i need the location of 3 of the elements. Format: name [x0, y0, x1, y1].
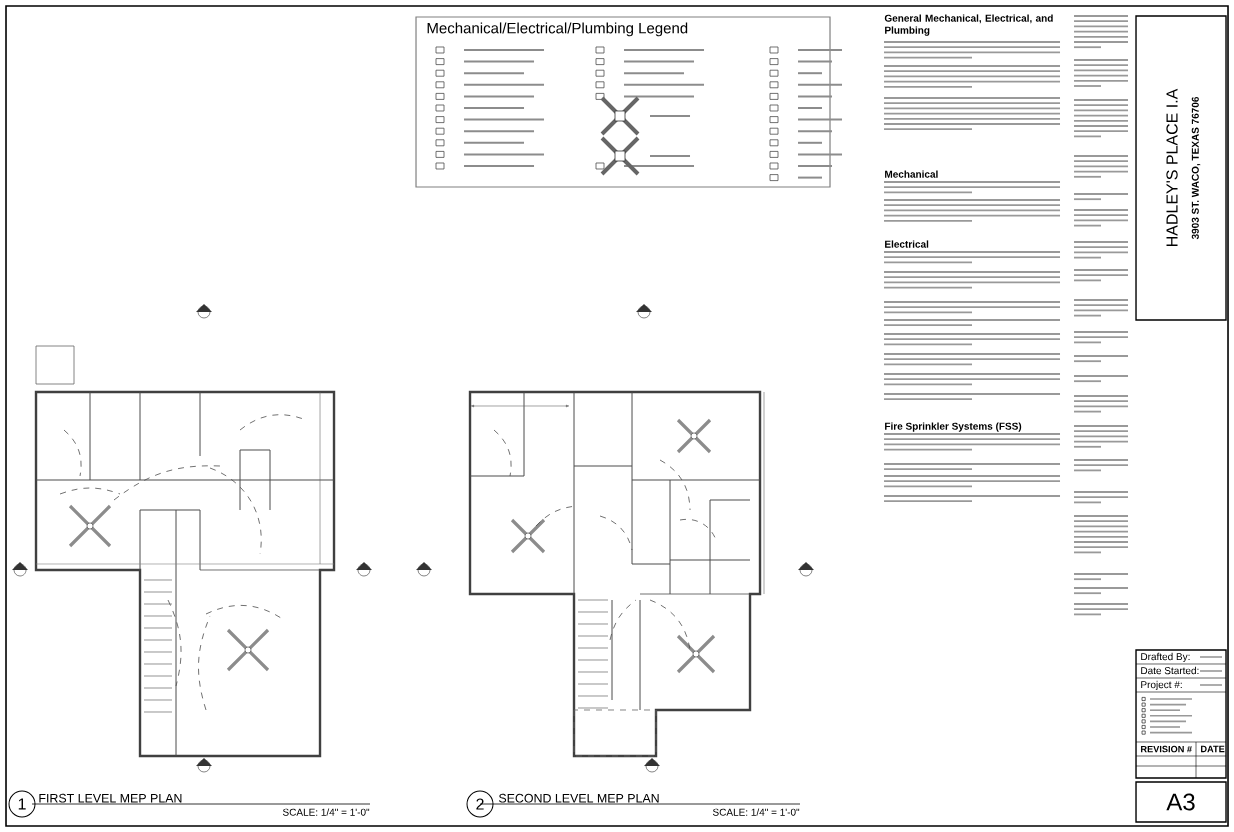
plan-number: 1 — [8, 790, 36, 818]
sheet-number-box: A3 — [1135, 781, 1227, 823]
plan-number: 2 — [466, 790, 494, 818]
